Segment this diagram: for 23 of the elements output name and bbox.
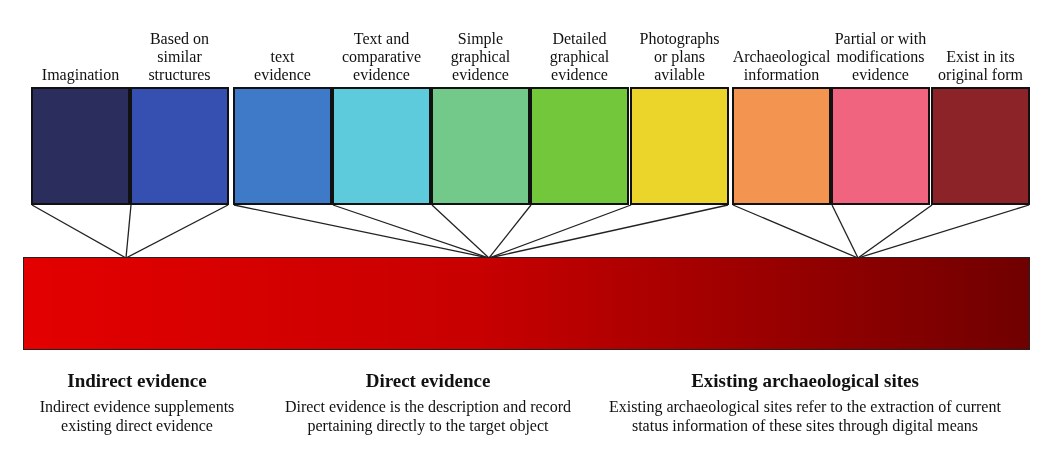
box-label: Based on similar structures <box>147 30 212 84</box>
box-label: Exist in its original form <box>937 48 1024 84</box>
category-description: Indirect evidence supplements existing direct evidence <box>38 397 236 435</box>
box-label: Photographs or plans avilable <box>638 30 721 84</box>
connector-line <box>831 204 859 259</box>
connector-line <box>857 204 933 259</box>
gradient-bar <box>23 257 1030 350</box>
category-heading: Indirect evidence <box>66 371 208 390</box>
connector-line <box>125 204 132 259</box>
connector-line <box>431 204 490 259</box>
box-label: Simple graphical evidence <box>449 30 512 84</box>
category-heading: Direct evidence <box>364 371 492 390</box>
category-description: Direct evidence is the description and record pertaining directly to the target object <box>283 397 573 435</box>
box-label: Archaeological information <box>731 48 832 84</box>
box-label: Detailed graphical evidence <box>548 30 611 84</box>
box-label: Imagination <box>40 66 121 84</box>
box-label: Text and comparative evidence <box>340 30 423 84</box>
connector-line <box>31 204 127 259</box>
connector-line <box>125 204 229 259</box>
connector-line <box>488 204 532 259</box>
box-label: text evidence <box>253 48 312 84</box>
category-heading: Existing archaeological sites <box>690 371 920 390</box>
category-description: Existing archaeological sites refer to the extraction of current status information of these sites through digital means <box>608 397 1002 435</box>
